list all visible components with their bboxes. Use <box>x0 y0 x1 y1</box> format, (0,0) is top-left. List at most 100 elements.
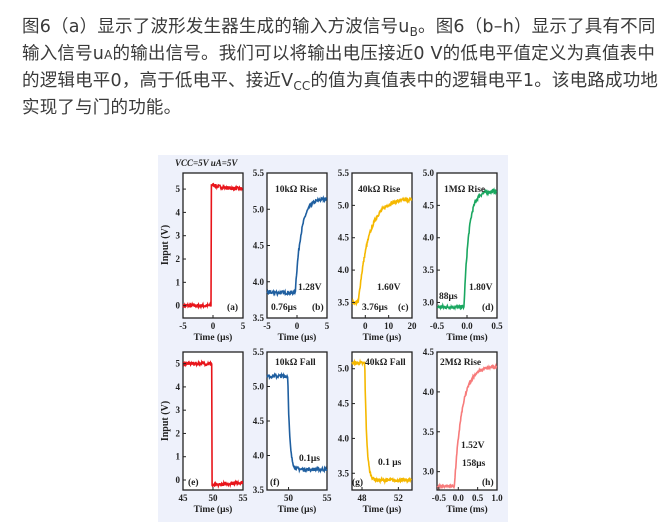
y-tick-label: 0 <box>176 475 181 485</box>
y-tick-label: 1 <box>176 277 181 287</box>
x-tick-label: 20 <box>408 321 418 331</box>
panel-label: (f) <box>270 477 280 488</box>
panel-label: (h) <box>482 477 494 488</box>
panel-title: 2MΩ Rise <box>440 358 481 368</box>
series-line <box>436 187 498 311</box>
y-tick-label: 5.0 <box>338 364 350 374</box>
y-tick-label: 4 <box>176 207 181 217</box>
annotation-voltage: 1.60V <box>377 283 401 293</box>
panel-title: 40kΩ Fall <box>365 358 406 368</box>
x-tick-label: -0.5 <box>432 493 447 503</box>
x-tick-label: 0 <box>211 321 216 331</box>
x-tick-label: 1.0 <box>491 493 503 503</box>
series-line <box>182 182 243 310</box>
y-tick-label: 5.0 <box>338 200 350 210</box>
paragraph-text: 。图6（b–h）显示了具有不同输入信号u <box>22 17 656 64</box>
plot-frame <box>182 351 244 491</box>
x-tick-label: 0 <box>363 321 368 331</box>
series-line <box>266 371 328 474</box>
y-tick-label: 3.0 <box>423 467 435 477</box>
y-tick-label: 2 <box>176 428 181 438</box>
series-line <box>351 358 413 485</box>
annotation-time: 0.1μs <box>299 454 320 464</box>
panel-title: 1MΩ Rise <box>444 185 485 195</box>
x-tick-label: 55 <box>323 493 333 503</box>
x-axis-label: Time (μs) <box>278 332 317 343</box>
panel-label: (c) <box>398 302 409 313</box>
x-tick-label: 0 <box>295 321 300 331</box>
plot-frame <box>351 172 413 319</box>
y-tick-label: 4.5 <box>423 200 435 210</box>
y-tick-label: 5.5 <box>253 347 265 357</box>
x-axis-label: Time (μs) <box>363 332 402 343</box>
series-line <box>266 195 328 298</box>
x-tick-label: 55 <box>239 493 249 503</box>
x-tick-label: 0.0 <box>461 321 473 331</box>
y-tick-label: 3 <box>176 231 181 241</box>
y-tick-label: 4.0 <box>338 433 350 443</box>
y-axis-label-top: Input (V) <box>160 225 171 265</box>
y-axis-label-bottom: Input (V) <box>160 401 171 441</box>
y-tick-label: 3.5 <box>423 427 435 437</box>
x-tick-label: 45 <box>179 493 189 503</box>
y-tick-label: 3.5 <box>423 265 435 275</box>
x-tick-label: 0.0 <box>453 493 465 503</box>
x-axis-label: Time (ms) <box>446 332 487 343</box>
y-tick-label: 5 <box>176 359 181 369</box>
y-tick-label: 4 <box>176 382 181 392</box>
figure-header: VCC=5V uA=5V <box>175 158 238 168</box>
series-line <box>182 359 244 489</box>
annotation-voltage: 1.52V <box>461 441 485 451</box>
annotation-time: 88μs <box>439 292 458 302</box>
y-tick-label: 2 <box>176 254 181 264</box>
x-tick-label: 0.5 <box>491 321 503 331</box>
subscript-cc: CC <box>293 79 311 93</box>
plot-frame <box>436 351 498 491</box>
y-tick-label: 4.5 <box>253 241 265 251</box>
y-tick-label: 4.5 <box>423 347 435 357</box>
y-tick-label: 3.0 <box>423 297 435 307</box>
annotation-time: 158μs <box>462 459 486 469</box>
x-tick-label: -5 <box>179 321 187 331</box>
x-axis-label: Time (ms) <box>446 504 487 515</box>
x-tick-label: -5 <box>263 321 271 331</box>
annotation-time: 0.76μs <box>271 303 297 313</box>
panel-title: 10kΩ Rise <box>275 185 317 195</box>
y-tick-label: 4.0 <box>253 277 265 287</box>
annotation-time: 3.76μs <box>362 303 388 313</box>
y-tick-label: 5 <box>176 184 181 194</box>
x-axis-label: Time (μs) <box>363 504 402 515</box>
x-tick-label: 52 <box>394 493 404 503</box>
figure-description-paragraph: 图6（a）显示了波形发生器生成的输入方波信号uB。图6（b–h）显示了具有不同输… <box>22 14 662 121</box>
x-tick-label: 48 <box>358 493 368 503</box>
y-tick-label: 5.5 <box>253 168 265 178</box>
panel-label: (d) <box>482 302 494 313</box>
y-tick-label: 4.0 <box>423 387 435 397</box>
paragraph-text: 图6（a）显示了波形发生器生成的输入方波信号u <box>22 17 410 37</box>
x-axis-label: Time (μs) <box>194 504 233 515</box>
x-tick-label: 5 <box>325 321 330 331</box>
y-tick-label: 0 <box>176 301 181 311</box>
subscript-a: A <box>104 47 113 62</box>
y-tick-label: 3.5 <box>338 297 350 307</box>
x-tick-label: 5 <box>241 321 246 331</box>
plot-frame <box>182 172 244 319</box>
paragraph-text: 的输出信号。我们可以将输出电压接近0 V的低电平值定义为真值表中的逻辑电平0，高… <box>22 43 656 92</box>
y-tick-label: 4.5 <box>338 399 350 409</box>
x-tick-label: 10 <box>384 321 394 331</box>
y-tick-label: 5.0 <box>423 168 435 178</box>
annotation-voltage: 1.80V <box>469 283 493 293</box>
y-tick-label: 3.5 <box>338 468 350 478</box>
series-line <box>351 196 413 307</box>
y-tick-label: 5.0 <box>253 382 265 392</box>
x-tick-label: -0.5 <box>430 321 445 331</box>
y-tick-label: 1 <box>176 452 181 462</box>
